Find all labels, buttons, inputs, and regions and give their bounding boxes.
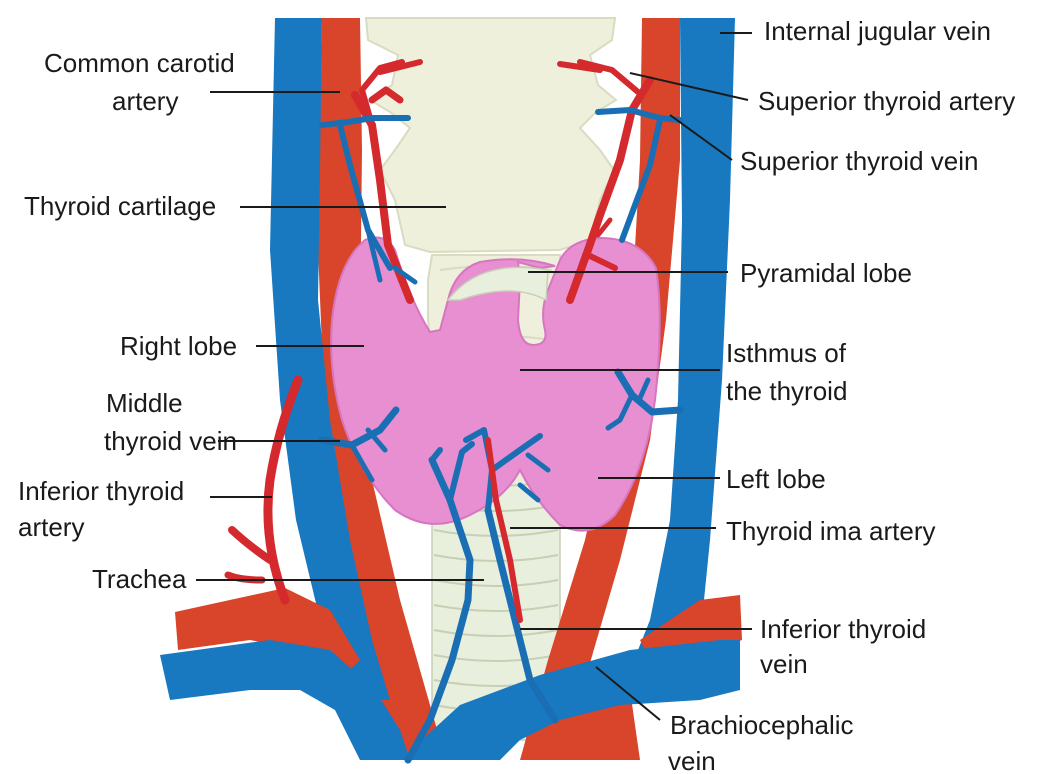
label-common-carotid-artery-line1: Common carotid	[44, 48, 235, 78]
label-inferior-thyroid-artery-line2: artery	[18, 512, 84, 542]
inferior-thyroid-artery	[228, 380, 298, 600]
label-trachea: Trachea	[92, 564, 187, 594]
label-internal-jugular-vein: Internal jugular vein	[764, 16, 991, 46]
label-middle-thyroid-vein-line1: Middle	[106, 388, 183, 418]
label-left-lobe: Left lobe	[726, 464, 826, 494]
label-common-carotid-artery-line2: artery	[112, 86, 178, 116]
label-brachiocephalic-vein-line1: Brachiocephalic	[670, 710, 854, 740]
label-right-lobe: Right lobe	[120, 331, 237, 361]
label-superior-thyroid-artery: Superior thyroid artery	[758, 86, 1015, 116]
label-thyroid-ima-artery: Thyroid ima artery	[726, 516, 936, 546]
label-inferior-thyroid-vein-line1: Inferior thyroid	[760, 614, 926, 644]
label-pyramidal-lobe: Pyramidal lobe	[740, 258, 912, 288]
label-middle-thyroid-vein-line2: thyroid vein	[104, 426, 237, 456]
label-isthmus-line1: Isthmus of	[726, 338, 847, 368]
label-superior-thyroid-vein: Superior thyroid vein	[740, 146, 978, 176]
label-inferior-thyroid-artery-line1: Inferior thyroid	[18, 476, 184, 506]
label-thyroid-cartilage: Thyroid cartilage	[24, 191, 216, 221]
thyroid-cartilage	[366, 18, 616, 252]
label-inferior-thyroid-vein-line2: vein	[760, 649, 808, 679]
label-brachiocephalic-vein-line2: vein	[668, 746, 716, 774]
label-isthmus-line2: the thyroid	[726, 376, 847, 406]
